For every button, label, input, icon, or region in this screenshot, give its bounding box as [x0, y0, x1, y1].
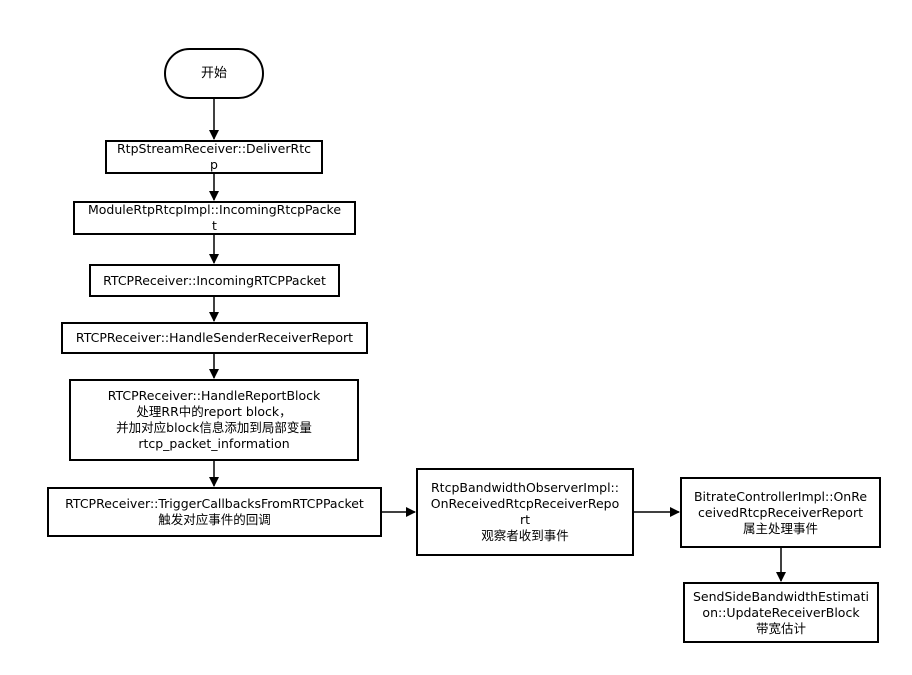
incoming-rtcp-packet-receiver-node: RTCPReceiver::IncomingRTCPPacket — [89, 264, 340, 297]
bitrate-line-1: BitrateControllerImpl::OnRe — [693, 488, 868, 504]
observer-line-3: rt — [519, 512, 531, 527]
deliver-rtcp-node: RtpStreamReceiver::DeliverRtc p — [105, 140, 323, 174]
handle-report-block-node: RTCPReceiver::HandleReportBlock 处理RR中的re… — [69, 379, 359, 461]
handle-block-line-3: 并加对应block信息添加到局部变量 — [116, 420, 312, 435]
bwe-line-1: SendSideBandwidthEstimati — [692, 588, 870, 604]
bwe-line-3: 带宽估计 — [755, 620, 806, 636]
incoming-module-line-1: ModuleRtpRtcpImpl::IncomingRtcpPacke — [87, 202, 342, 217]
start-node-label: 开始 — [200, 65, 227, 81]
observer-line-4: 观察者收到事件 — [481, 528, 569, 543]
deliver-rtcp-line-2: p — [210, 157, 218, 172]
bitrate-line-2: ceivedRtcpReceiverReport — [698, 504, 863, 520]
bwe-line-2: on::UpdateReceiverBlock — [702, 604, 860, 620]
incoming-rtcp-line-1: RTCPReceiver::IncomingRTCPPacket — [103, 272, 326, 288]
trigger-callbacks-node: RTCPReceiver::TriggerCallbacksFromRTCPPa… — [47, 487, 382, 537]
observer-line-1: RtcpBandwidthObserverImpl:: — [431, 480, 619, 495]
bandwidth-observer-node: RtcpBandwidthObserverImpl:: OnReceivedRt… — [416, 468, 634, 556]
handle-block-line-2: 处理RR中的report block， — [136, 404, 292, 419]
handle-sr-rr-line-1: RTCPReceiver::HandleSenderReceiverReport — [75, 330, 354, 345]
incoming-module-line-2: t — [212, 218, 217, 233]
incoming-rtcp-packet-module-node: ModuleRtpRtcpImpl::IncomingRtcpPacke t — [73, 201, 356, 235]
trigger-line-2: 触发对应事件的回调 — [158, 512, 271, 527]
handle-block-line-1: RTCPReceiver::HandleReportBlock — [107, 388, 321, 403]
handle-block-line-4: rtcp_packet_information — [138, 436, 290, 451]
bitrate-line-3: 属主处理事件 — [742, 520, 818, 536]
send-side-bwe-node: SendSideBandwidthEstimati on::UpdateRece… — [683, 582, 879, 643]
observer-line-2: OnReceivedRtcpReceiverRepo — [430, 496, 620, 511]
trigger-line-1: RTCPReceiver::TriggerCallbacksFromRTCPPa… — [65, 496, 364, 511]
start-node: 开始 — [164, 48, 264, 99]
bitrate-controller-node: BitrateControllerImpl::OnRe ceivedRtcpRe… — [680, 477, 881, 548]
handle-sender-receiver-report-node: RTCPReceiver::HandleSenderReceiverReport — [61, 322, 368, 354]
deliver-rtcp-line-1: RtpStreamReceiver::DeliverRtc — [117, 141, 311, 156]
